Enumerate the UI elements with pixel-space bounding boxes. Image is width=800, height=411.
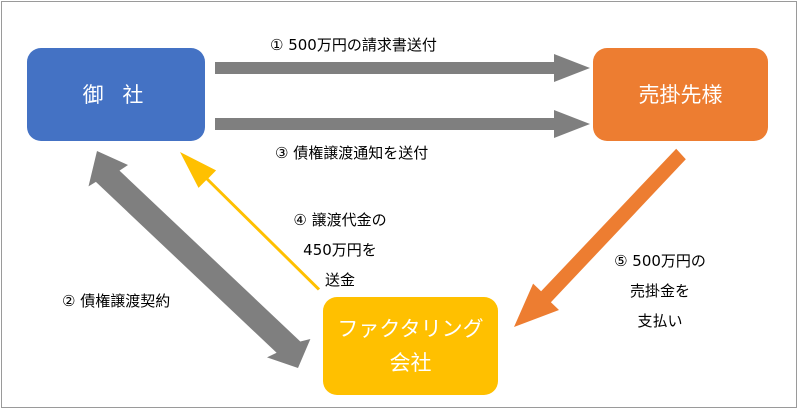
node-factoring-label-line1: ファクタリング (337, 317, 484, 341)
step-5-line-3: 支払い (637, 312, 683, 330)
arrow-payment (180, 152, 321, 291)
step-1-label: ① 500万円の請求書送付 (270, 36, 437, 54)
step-5-line-1: ⑤ 500万円の (614, 252, 706, 270)
step-5-label: ⑤ 500万円の 売掛金を 支払い (590, 246, 730, 336)
step-4-line-3: 送金 (324, 271, 355, 289)
step-5-line-2: 売掛金を (629, 282, 690, 300)
node-factoring: ファクタリング 会社 (323, 297, 498, 395)
arrow-invoice (215, 54, 590, 82)
step-2-label: ② 債権譲渡契約 (62, 292, 171, 310)
step-4-line-2: 450万円を (303, 241, 377, 259)
step-4-label: ④ 譲渡代金の 450万円を 送金 (270, 205, 410, 295)
arrow-collection (514, 148, 686, 327)
node-factoring-label-line2: 会社 (389, 351, 432, 375)
step-3-label: ③ 債権譲渡通知を送付 (275, 144, 429, 162)
node-customer-label: 売掛先様 (638, 82, 723, 107)
step-4-line-1: ④ 譲渡代金の (293, 211, 387, 229)
node-company: 御 社 (27, 48, 205, 141)
arrow-notice (215, 110, 590, 138)
node-company-label: 御 社 (82, 82, 150, 107)
node-customer: 売掛先様 (593, 48, 768, 141)
arrow-contract (88, 151, 311, 368)
